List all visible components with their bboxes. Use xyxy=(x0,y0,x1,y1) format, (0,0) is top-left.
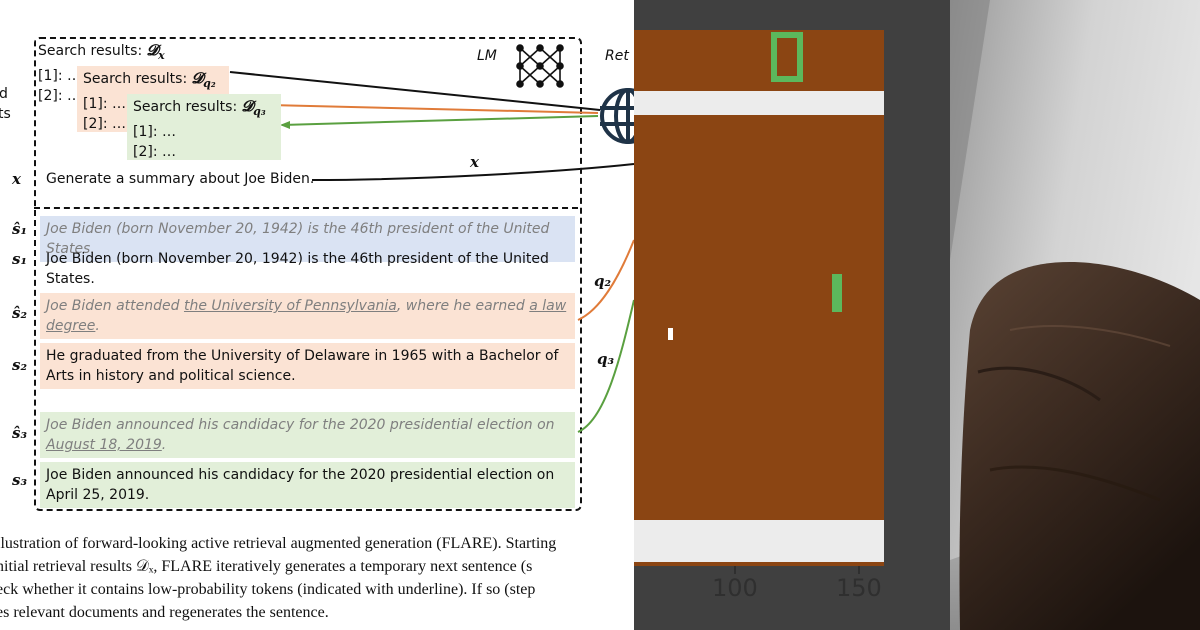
x-tick-label: 150 xyxy=(836,574,882,602)
input-connector xyxy=(311,163,634,181)
bottom-wall xyxy=(634,520,884,562)
flow-connectors xyxy=(227,71,634,433)
cropped-text-ts: ts xyxy=(0,106,11,122)
input-query: Generate a summary about Joe Biden. xyxy=(46,171,315,187)
search-result-item: [1]: … xyxy=(83,96,126,112)
final-sentence-2: He graduated from the University of Dela… xyxy=(40,343,575,389)
figure-caption: llustration of forward-looking active re… xyxy=(0,535,557,621)
dq3-arrowhead xyxy=(280,121,290,129)
x-tick-mark xyxy=(858,566,860,574)
search-results-title: Search results: xyxy=(38,43,143,59)
final-sentence-3: Joe Biden announced his candidacy for th… xyxy=(40,462,575,508)
search-result-item: [2]: … xyxy=(83,116,126,132)
opponent-paddle xyxy=(771,32,803,82)
x-tick-mark xyxy=(734,566,736,574)
final-sentence-1: Joe Biden (born November 20, 1942) is th… xyxy=(46,251,549,287)
hand xyxy=(959,262,1200,630)
search-result-item: [1]: … xyxy=(38,68,81,84)
dq2-symbol: 𝓓q₂ xyxy=(191,69,216,90)
input-edge-label: x xyxy=(470,153,479,171)
dq3-symbol: 𝓓q₃ xyxy=(241,97,266,118)
sentence-label: ŝ₁ xyxy=(12,220,28,238)
dx-symbol: 𝓓x xyxy=(146,41,165,62)
retriever-label: Ret xyxy=(605,48,629,64)
q2-edge-label: q₂ xyxy=(594,272,612,290)
sentence-label: ŝ₂ xyxy=(12,304,28,322)
hand-photo-panel xyxy=(950,0,1200,630)
low-confidence-span: the University of Pennsylvania xyxy=(183,298,397,314)
dq2-connector xyxy=(227,103,599,114)
ball xyxy=(668,328,673,340)
hand-photo xyxy=(950,0,1200,630)
player-paddle xyxy=(832,274,842,312)
input-label: x xyxy=(12,170,21,188)
low-confidence-span: a law degree xyxy=(46,298,567,334)
dx-connector xyxy=(229,71,601,111)
pong-court xyxy=(634,30,884,566)
flare-figure-panel: d ts Ret LM xyxy=(0,37,634,621)
search-results-title: Search results: xyxy=(83,71,188,87)
globe-icon xyxy=(600,88,634,144)
search-results-dq3: Search results: 𝓓q₃ [1]: … [2]: … xyxy=(127,94,281,160)
generated-sentence-3: Joe Biden announced his candidacy for th… xyxy=(40,412,575,458)
x-tick-label: 100 xyxy=(712,574,758,602)
q3-edge-label: q₃ xyxy=(597,350,615,368)
game-frame-panel: 100 150 xyxy=(634,0,950,630)
sentence-label: ŝ₃ xyxy=(12,424,28,442)
sentence-label: s₁ xyxy=(12,250,28,268)
generated-sentence-1: Joe Biden (born November 20, 1942) is th… xyxy=(40,216,575,262)
cropped-text-d: d xyxy=(0,86,8,102)
q2-edge xyxy=(577,239,634,321)
sentence-label: s₂ xyxy=(12,356,28,374)
dq3-connector xyxy=(281,115,599,126)
search-result-item: [2]: … xyxy=(133,144,176,160)
search-results-title: Search results: xyxy=(133,99,238,115)
neural-network-icon xyxy=(516,44,564,88)
low-confidence-span: August 18, 2019 xyxy=(46,437,162,453)
lm-label: LM xyxy=(477,48,497,64)
search-result-item: [1]: … xyxy=(133,124,176,140)
sentence-label: s₃ xyxy=(12,471,28,489)
generated-sentence-2: Joe Biden attended the University of Pen… xyxy=(40,293,575,339)
search-result-item: [2]: … xyxy=(38,88,81,104)
section-divider xyxy=(34,207,578,209)
q3-edge xyxy=(577,299,634,433)
top-wall xyxy=(634,91,884,115)
flare-dashed-frame xyxy=(34,37,582,511)
